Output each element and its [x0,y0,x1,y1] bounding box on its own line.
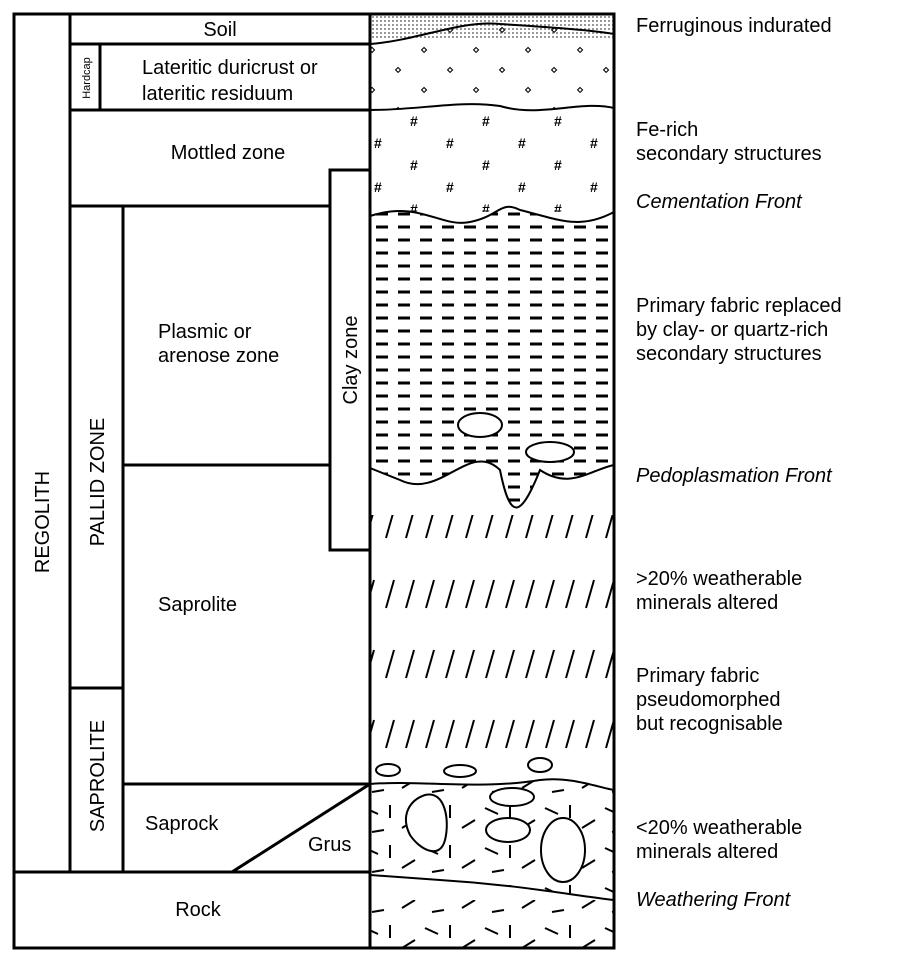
duricrust-label-2: lateritic residuum [142,83,293,105]
mottled-zone-label: Mottled zone [171,142,286,164]
plasmic-label-1: Plasmic or [158,321,252,343]
note-text: Ferruginous indurated [636,15,832,37]
note-text: Fe-rich [636,119,699,141]
duricrust-label-1: Lateritic duricrust or [142,57,318,79]
note-text: minerals altered [636,592,779,614]
grus-label: Grus [308,834,351,856]
note-text: Primary fabric replaced [636,295,842,317]
pedoplasmation-front-label: Pedoplasmation Front [636,465,832,487]
primary-replaced-note: Primary fabric replaced by clay- or quar… [636,294,842,366]
lt20-note: <20% weatherable minerals altered [636,816,802,864]
saprolite-vertical-label: SAPROLITE [87,720,109,832]
pallid-zone-label: PALLID ZONE [87,418,109,547]
saprolite-label: Saprolite [158,594,237,616]
note-text: minerals altered [636,841,779,863]
zone-boundaries [12,12,616,950]
cementation-front-label: Cementation Front [636,191,802,213]
weathering-front-label: Weathering Front [636,889,791,911]
soil-label: Soil [203,19,236,41]
gt20-note: >20% weatherable minerals altered [636,567,802,615]
note-text: <20% weatherable [636,817,803,839]
note-text: secondary structures [636,143,822,165]
plasmic-label-2: arenose zone [158,345,279,367]
note-text: pseudomorphed [636,689,781,711]
profile-texture-column [369,14,615,948]
pseudomorphed-note: Primary fabric pseudomorphed but recogni… [636,664,783,736]
ferruginous-note: Ferruginous indurated [636,14,832,38]
note-text: >20% weatherable [636,568,803,590]
note-text: Primary fabric [636,665,760,687]
hardcap-label: Hardcap [81,57,93,99]
rock-label: Rock [175,899,222,921]
clay-zone-label: Clay zone [340,316,362,405]
regolith-label: REGOLITH [32,471,54,573]
note-text: secondary structures [636,343,822,365]
note-text: by clay- or quartz-rich [636,319,829,341]
fe-rich-note: Fe-rich secondary structures [636,118,822,166]
saprock-label: Saprock [145,813,219,835]
note-text: but recognisable [636,713,783,735]
